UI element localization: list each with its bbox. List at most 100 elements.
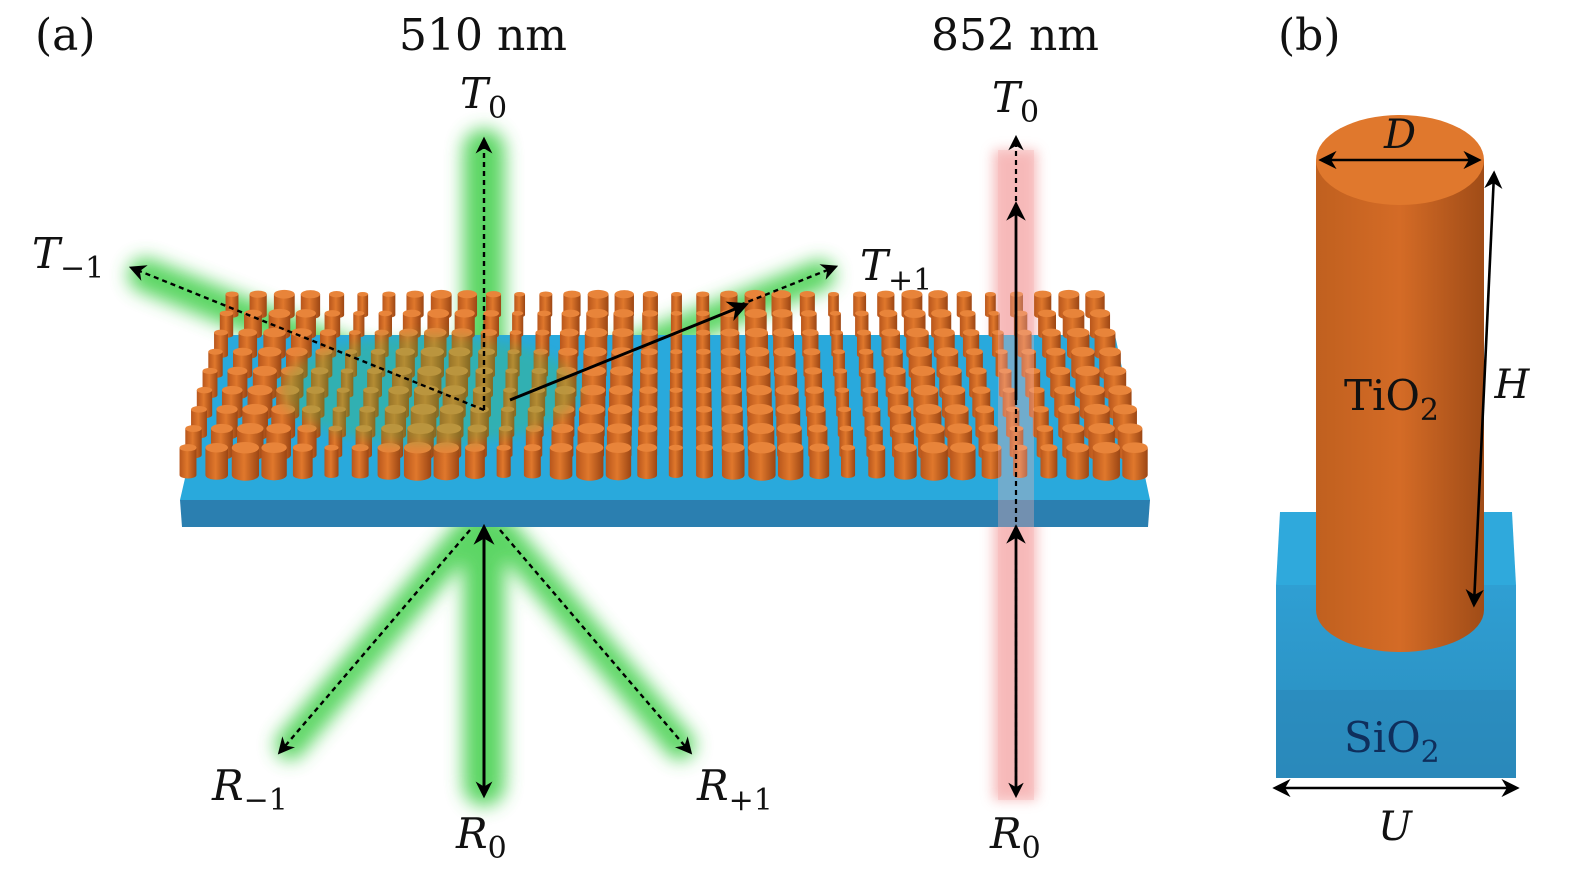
pillar-body [840,447,856,478]
wavelength-852: 852 nm [931,10,1099,61]
pillar-top [324,310,341,317]
pillar-top [509,330,522,336]
pillar-top [858,348,874,355]
pillar-top [641,329,658,336]
pillar-top [286,347,308,357]
pillar-top [883,347,903,356]
pillar-top [985,291,996,297]
pillar-top [975,405,994,414]
label-height: H [1494,362,1531,408]
pillar-top [864,405,881,413]
pillar-top [483,310,500,317]
pillar-top [981,443,1002,452]
pillar-top [836,387,849,393]
pillar-top [640,367,658,375]
pillar-top [939,366,962,376]
panel-a-label: (a) [35,10,96,61]
pillar-top [640,348,658,356]
pillar-top [747,403,774,415]
pillar-top [561,309,580,318]
pillar-top [210,423,233,434]
pillar-top [424,327,447,338]
pillar-body [1092,447,1120,481]
pillar-top [1066,327,1090,338]
pillar-top [745,327,768,338]
pillar-top [406,290,424,298]
wavelength-510: 510 nm [399,10,567,61]
green-arrows [128,136,839,799]
pillar-top [351,444,369,452]
pillar-top [696,291,710,297]
pillar-top [258,346,282,357]
pillar-body [605,447,632,481]
panel-b-label: (b) [1278,10,1341,61]
pillar-top [1002,387,1016,393]
pillar-top [1084,403,1110,415]
pillar-top [1058,404,1080,414]
pillar-top [969,367,987,375]
pillar-top [801,310,817,317]
pillar-top [231,441,260,454]
pillar-top [828,291,839,297]
pillar-top [1029,386,1045,394]
pillar-top [216,404,238,414]
pillar-top [920,441,948,454]
pillar-top [668,444,683,451]
pillar-body [748,447,776,481]
pillar-top [746,365,771,377]
pillar-top [696,329,711,336]
pillar-top [1021,348,1036,355]
pillar-top [642,291,658,298]
pillar-top [205,442,228,453]
pillar-top [913,384,939,396]
pillar-top [892,423,914,434]
arrow-t-minus1 [128,265,485,412]
pillar-top [1103,366,1127,376]
pillar-top [558,347,578,356]
pillar-body [433,447,459,481]
pillar-top [804,367,823,375]
label-t0-green: T0 [460,69,507,126]
pillar-top [1034,290,1052,298]
pillar-top [696,425,713,432]
pillar-body [696,447,713,479]
pillar-top [747,422,775,435]
pillar-top [551,423,574,434]
pillar-top [1032,405,1049,413]
pillar-top [877,290,895,298]
pillar-top [430,289,452,299]
pillar-top [238,328,258,337]
pillar-top [523,444,541,452]
pillar-body [465,447,485,480]
pillar-body [576,447,604,481]
pillar-top [696,367,712,375]
pillar-top [191,405,207,413]
pillar-top [803,348,821,356]
pillar-top [773,347,796,357]
pillar-top [1025,367,1041,375]
pillar-top [577,422,605,435]
arrow-t-plus1-solid [509,301,749,402]
pillar-top [903,308,926,318]
pillar-top [225,291,239,297]
pillar-top [959,310,976,317]
pillar-top [637,443,658,452]
pillar-top [995,349,1008,355]
pillar-body [721,447,745,480]
pillar-top [777,423,802,434]
pillar-top [512,311,524,316]
pillar-top [671,291,682,297]
pillar-top [696,348,711,355]
pillar-top [1040,444,1058,452]
pillar-top [249,290,267,298]
pillar-top [208,348,223,355]
pillar-top [1042,328,1061,337]
pillar-body [637,447,658,480]
pillar-top [992,330,1004,336]
pillar-top [268,308,291,318]
pillar-top [227,366,248,376]
pillar-top [374,329,389,336]
pillar-body [403,447,432,481]
pillar-top [748,441,776,454]
pillar-top [837,406,852,413]
